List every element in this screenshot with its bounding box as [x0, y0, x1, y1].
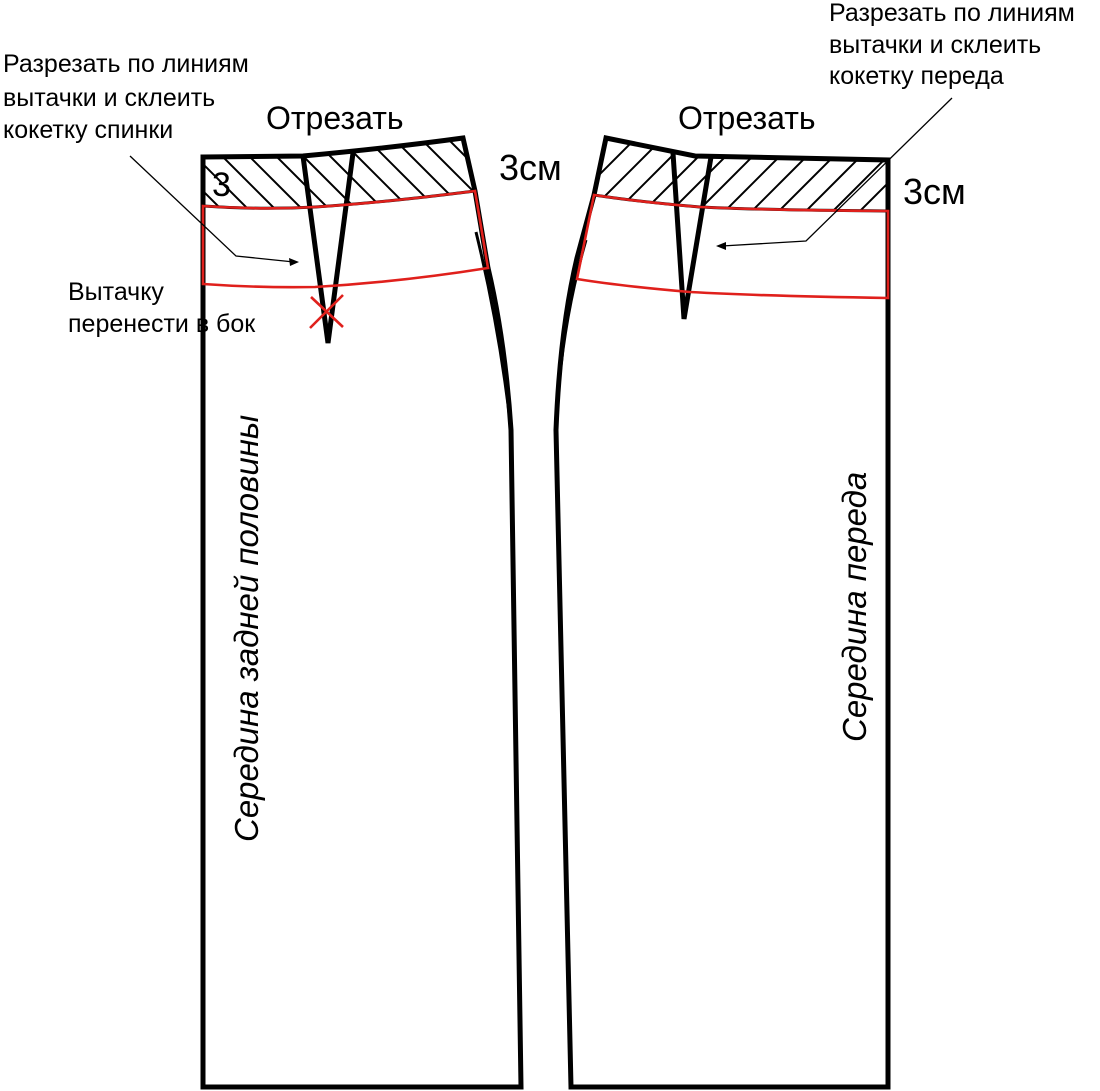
front-hatch-area: [594, 130, 1049, 215]
front-hatch-line: [801, 138, 888, 211]
cut-off-label-front: Отрезать: [678, 100, 816, 136]
front-instruction-line-2: вытачки и склеить: [829, 31, 1041, 59]
front-hatch-line: [855, 138, 888, 211]
front-hatch-line: [774, 138, 861, 211]
front-side-inner-line: [554, 239, 588, 431]
back-instruction-note: Разрезать по линиям вытачки и склеить ко…: [3, 50, 249, 144]
dart-cross-mark: [309, 294, 344, 329]
dart-transfer-line-2: перенести в бок: [68, 310, 256, 338]
front-instruction-line-3: кокетку переда: [829, 62, 1004, 90]
front-dart: [670, 152, 714, 320]
back-skirt-piece: [129, 135, 524, 1090]
back-hatch-line: [249, 138, 336, 209]
cut-off-label-back: Отрезать: [266, 100, 404, 136]
back-hatch-line: [203, 138, 282, 209]
front-hatch-line: [964, 130, 1049, 215]
front-hatch-line: [747, 138, 834, 211]
back-leader-arrow: [129, 155, 299, 266]
back-dart: [300, 152, 356, 344]
back-yoke-band: [201, 189, 490, 289]
front-instruction-note: Разрезать по линиям вытачки и склеить ко…: [829, 0, 1075, 90]
front-center-label: Середина переда: [836, 472, 873, 742]
front-hatch-line: [828, 138, 888, 211]
front-yoke-band: [575, 193, 890, 300]
dart-transfer-line-1: Вытачку: [68, 278, 164, 306]
back-hatch-line: [222, 138, 309, 209]
back-hatch-line: [438, 138, 475, 209]
back-measure-label: 3см: [499, 147, 562, 188]
back-hatch-line: [203, 138, 228, 209]
back-side-inner-line: [474, 231, 513, 431]
back-instruction-line-3: кокетку спинки: [3, 116, 173, 144]
back-center-label: Середина задней половины: [228, 415, 265, 842]
back-instruction-line-2: вытачки и склеить: [3, 84, 215, 112]
front-measure-label: 3см: [903, 171, 966, 212]
back-instruction-line-1: Разрезать по линиям: [3, 50, 249, 78]
front-skirt-piece: [553, 97, 1049, 1090]
front-hatch-line: [720, 138, 807, 211]
back-hatch-number: 3: [212, 166, 231, 204]
front-leader-arrow: [716, 97, 953, 250]
dart-transfer-note: Вытачку перенести в бок: [68, 278, 256, 338]
back-hatch-line: [203, 138, 255, 209]
front-instruction-line-1: Разрезать по линиям: [829, 0, 1075, 27]
